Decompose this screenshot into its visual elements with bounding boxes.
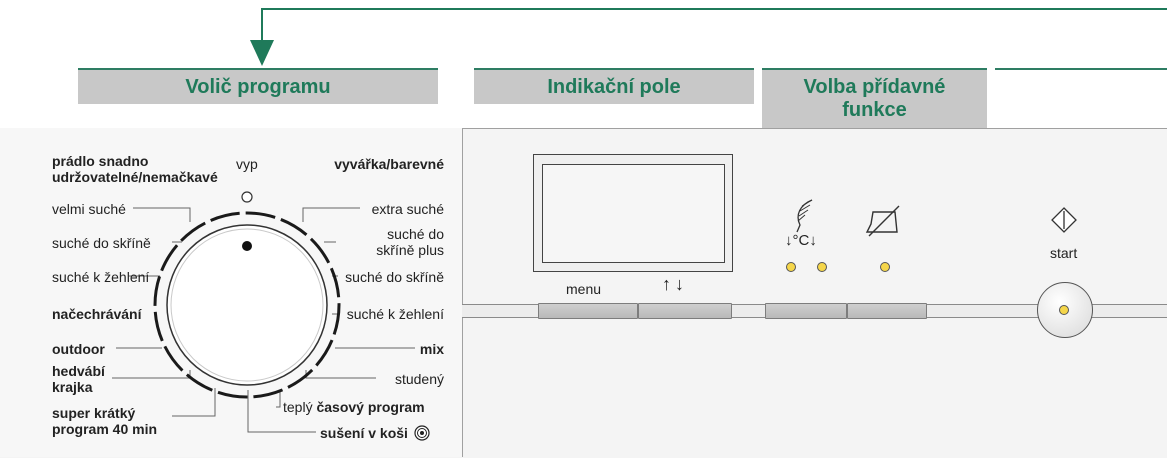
start-led [1059, 305, 1069, 315]
dial-label-warm: teplý [283, 399, 313, 415]
temperature-button[interactable] [765, 303, 847, 319]
dial-label-extra-dry: extra suché [371, 201, 444, 217]
basket-icon [414, 425, 430, 441]
dial-label-cupboard-dry-left: suché do skříně [52, 235, 151, 251]
dial-label-timed-program: časový program [316, 399, 425, 415]
dial-label-cupboard-dry-right: suché do skříně [345, 269, 444, 285]
header-program-selector: Volič programu [78, 68, 438, 104]
header-extra-line [995, 68, 1167, 70]
dial-label-iron-dry-left: suché k žehlení [52, 269, 150, 285]
dial-label-silk-line1: hedvábí [52, 363, 105, 379]
header-extra-function-line1: Volba přídavné [803, 76, 946, 98]
connector-arrow [250, 8, 1167, 66]
header-program-selector-text: Volič programu [185, 76, 331, 98]
dial-off-label: vyp [236, 156, 258, 172]
dial-label-easy-care: prádlo snadno udržovatelné/nemačkavé [52, 153, 218, 185]
dial-label-very-dry: velmi suché [52, 201, 126, 217]
header-extra-function: Volba přídavné funkce [762, 68, 987, 128]
dial-label-cottons: vyvářka/barevné [334, 156, 444, 172]
dial-label-easy-care-line1: prádlo snadno [52, 153, 149, 169]
dial-label-basket-drying-text: sušení v koši [320, 425, 408, 441]
menu-button[interactable] [538, 303, 638, 319]
header-display-panel-text: Indikační pole [547, 76, 681, 98]
dial-label-iron-dry-right: suché k žehlení [346, 306, 444, 322]
header-display-panel: Indikační pole [474, 68, 754, 104]
dial-label-mix: mix [419, 341, 444, 357]
program-dial-graphic [112, 191, 415, 433]
dial-label-super-short-line1: super krátký [52, 405, 136, 421]
iron-button[interactable] [847, 303, 927, 319]
display-screen-inner [542, 164, 725, 263]
led-temp-2 [817, 262, 827, 272]
arrows-label: ↑↓ [662, 274, 688, 294]
dial-label-basket-drying: sušení v koši [320, 425, 430, 441]
display-screen [533, 154, 733, 272]
dial-label-super-short: super krátký program 40 min [52, 405, 157, 437]
led-temp-1 [786, 262, 796, 272]
dial-label-warm-timed: teplý časový program [283, 399, 425, 415]
dial-label-cupboard-dry-plus-line1: suché do [387, 226, 444, 242]
start-label: start [1050, 245, 1078, 261]
dial-label-cupboard-dry-plus: suché do skříně plus [376, 226, 444, 258]
arrows-button[interactable] [638, 303, 732, 319]
led-iron [880, 262, 890, 272]
dial-label-cold: studený [394, 371, 444, 387]
dial-label-outdoor: outdoor [52, 341, 105, 357]
dial-label-easy-care-line2: udržovatelné/nemačkavé [52, 169, 218, 185]
header-extra-function-line2: funkce [842, 99, 907, 121]
dial-label-super-short-line2: program 40 min [52, 421, 158, 437]
dial-label-silk-line2: krajka [52, 379, 93, 395]
temperature-label: ↓°C↓ [785, 232, 817, 249]
dial-label-silk: hedvábí krajka [52, 363, 105, 395]
menu-label: menu [566, 281, 602, 297]
dial-label-cupboard-dry-plus-line2: skříně plus [376, 242, 444, 258]
dial-label-freshen: načechrávání [52, 306, 142, 322]
